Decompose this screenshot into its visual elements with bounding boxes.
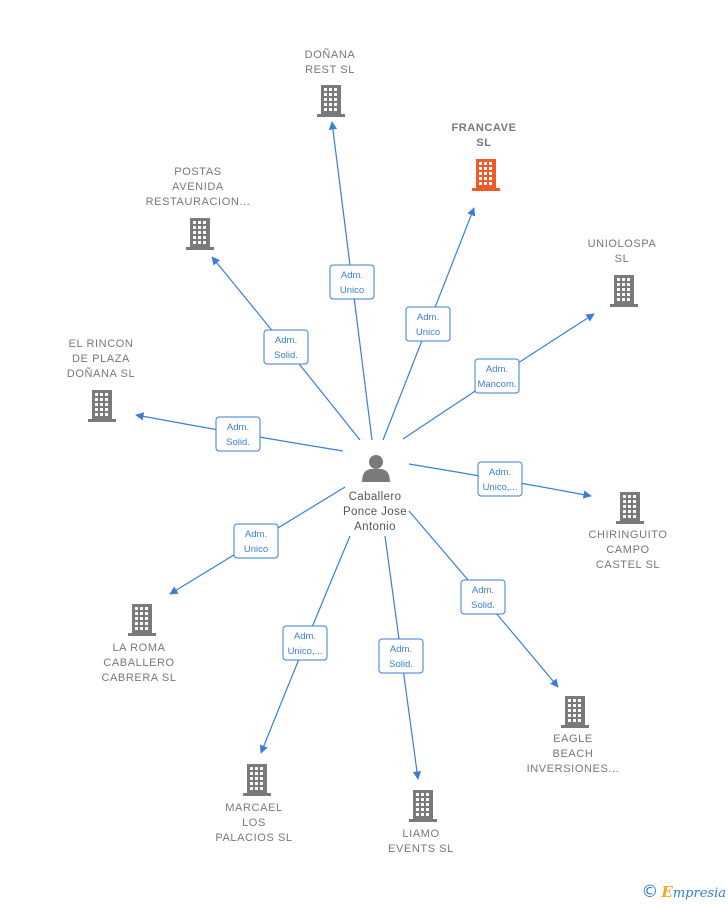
company-donana-rest[interactable]: DOÑANA REST SL <box>305 48 356 117</box>
relation-label-liamo[interactable]: Adm. Solid. <box>378 638 424 674</box>
company-name: LOS <box>242 817 266 829</box>
person-icon <box>362 455 390 482</box>
company-name: RESTAURACION... <box>146 196 251 208</box>
company-name: CAMPO <box>606 544 649 556</box>
company-name: SL <box>615 253 630 265</box>
person-name: Ponce Jose <box>343 506 407 518</box>
relation-label-box <box>263 329 309 365</box>
building-icon <box>610 275 638 307</box>
relation-text: Unico <box>416 327 440 338</box>
relation-label-uniolospa[interactable]: Adm. Mancom. <box>474 358 520 394</box>
company-name: DOÑANA SL <box>67 367 135 380</box>
company-name: CHIRINGUITO <box>588 529 667 541</box>
company-name: REST SL <box>305 64 355 76</box>
copyright-icon: © <box>641 881 659 902</box>
relation-text: Adm. <box>489 467 511 478</box>
company-name: PALACIOS SL <box>215 832 292 844</box>
relation-label-box <box>329 264 375 300</box>
company-name: CASTEL SL <box>596 559 660 571</box>
building-icon <box>243 764 271 796</box>
relation-text: Adm. <box>294 631 316 642</box>
relation-label-postas[interactable]: Adm. Solid. <box>263 329 309 365</box>
relation-text: Adm. <box>417 312 439 323</box>
relation-label-box <box>460 579 506 615</box>
company-chiringuito[interactable]: CHIRINGUITO CAMPO CASTEL SL <box>588 492 667 571</box>
company-name: UNIOLOSPA <box>588 238 657 250</box>
company-eagle-beach[interactable]: EAGLE BEACH INVERSIONES... <box>527 696 620 775</box>
company-name: CABALLERO <box>103 657 174 669</box>
brand-name: mpresia <box>672 886 726 901</box>
relation-label-chiringuito[interactable]: Adm. Unico,... <box>477 461 523 497</box>
company-name: INVERSIONES... <box>527 763 620 775</box>
company-la-roma[interactable]: LA ROMA CABALLERO CABRERA SL <box>101 604 176 684</box>
relation-label-francave[interactable]: Adm. Unico <box>405 306 451 342</box>
company-name: DOÑANA <box>305 48 356 61</box>
company-marcael[interactable]: MARCAEL LOS PALACIOS SL <box>215 764 292 844</box>
relation-text: Adm. <box>390 644 412 655</box>
company-name: BEACH <box>553 748 594 760</box>
person-name: Antonio <box>354 521 396 533</box>
company-name: DE PLAZA <box>72 353 130 365</box>
relation-text: Unico,... <box>483 482 518 493</box>
building-icon <box>616 492 644 524</box>
company-name: SL <box>476 137 491 149</box>
relation-label-la-roma[interactable]: Adm. Unico <box>233 523 279 559</box>
company-name: MARCAEL <box>225 802 282 814</box>
company-name: AVENIDA <box>172 181 224 193</box>
building-icon <box>128 604 156 636</box>
relation-text: Solid. <box>471 600 495 611</box>
relation-label-donana-rest[interactable]: Adm. Unico <box>329 264 375 300</box>
company-name: FRANCAVE <box>451 122 516 134</box>
company-name: CABRERA SL <box>101 672 176 684</box>
relation-text: Adm. <box>486 364 508 375</box>
building-icon <box>561 696 589 728</box>
relation-label-box <box>477 461 523 497</box>
company-francave[interactable]: FRANCAVE SL <box>451 122 516 191</box>
company-postas[interactable]: POSTAS AVENIDA RESTAURACION... <box>146 166 251 250</box>
company-name: EAGLE <box>553 733 593 745</box>
relation-text: Adm. <box>472 585 494 596</box>
brand-initial: E <box>661 883 673 901</box>
empresia-logo[interactable]: Empresia <box>661 883 726 901</box>
company-name: LA ROMA <box>112 642 165 654</box>
relation-text: Mancom. <box>477 379 516 390</box>
relation-label-box <box>233 523 279 559</box>
relation-text: Solid. <box>389 659 413 670</box>
relation-label-el-rincon[interactable]: Adm. Solid. <box>215 416 261 452</box>
company-name: EL RINCON <box>69 338 134 350</box>
building-icon <box>186 218 214 250</box>
company-uniolospa[interactable]: UNIOLOSPA SL <box>588 238 657 307</box>
relation-text: Unico,... <box>288 646 323 657</box>
relation-text: Solid. <box>274 350 298 361</box>
company-name: POSTAS <box>174 166 221 178</box>
company-name: LIAMO <box>402 828 439 840</box>
company-name: EVENTS SL <box>388 843 454 855</box>
relation-label-box <box>474 358 520 394</box>
building-icon <box>88 390 116 422</box>
relation-text: Unico <box>244 544 268 555</box>
building-icon <box>409 790 437 822</box>
footer-brand: © Empresia <box>641 883 726 901</box>
relation-label-box <box>378 638 424 674</box>
relation-text: Unico <box>340 285 364 296</box>
company-liamo[interactable]: LIAMO EVENTS SL <box>388 790 454 855</box>
building-icon <box>472 159 500 191</box>
relation-text: Solid. <box>226 437 250 448</box>
relation-text: Adm. <box>245 529 267 540</box>
relation-text: Adm. <box>227 422 249 433</box>
relation-label-box <box>405 306 451 342</box>
relation-text: Adm. <box>341 270 363 281</box>
company-el-rincon[interactable]: EL RINCON DE PLAZA DOÑANA SL <box>67 338 135 422</box>
relation-label-eagle-beach[interactable]: Adm. Solid. <box>460 579 506 615</box>
relation-label-marcael[interactable]: Adm. Unico,... <box>282 625 328 661</box>
relation-text: Adm. <box>275 335 297 346</box>
person-name: Caballero <box>349 491 402 503</box>
building-icon <box>317 85 345 117</box>
relation-label-box <box>282 625 328 661</box>
relation-label-box <box>215 416 261 452</box>
